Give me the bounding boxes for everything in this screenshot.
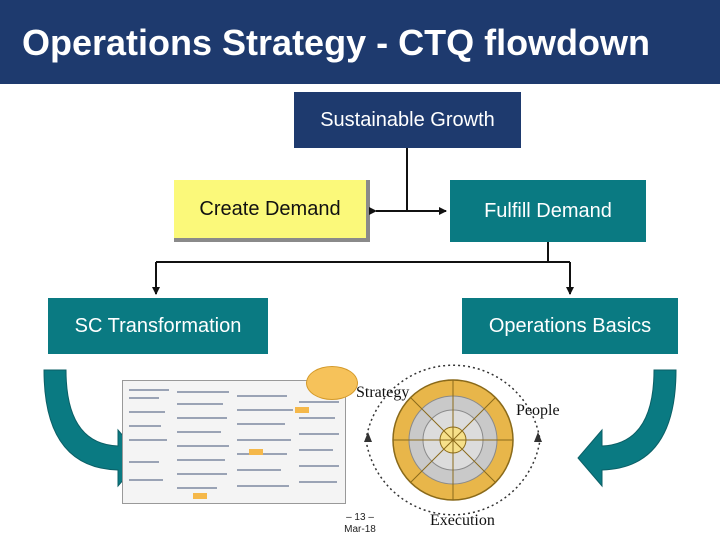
curved-arrow-right-icon bbox=[577, 369, 677, 488]
node-operations-basics: Operations Basics bbox=[462, 298, 678, 354]
highlight-seal-icon bbox=[306, 366, 358, 400]
node-sc-transformation: SC Transformation bbox=[48, 298, 268, 354]
node-fulfill-demand: Fulfill Demand bbox=[450, 180, 646, 242]
wheel-label-strategy: Strategy bbox=[356, 384, 410, 401]
wheel-label-execution: Execution bbox=[430, 512, 495, 529]
page-footer: – 13 – Mar-18 bbox=[340, 512, 380, 536]
page-number: – 13 – bbox=[346, 512, 374, 523]
process-document-thumbnail bbox=[122, 380, 346, 504]
curved-arrow-left-icon bbox=[43, 369, 143, 488]
slide-title: Operations Strategy - CTQ flowdown bbox=[22, 22, 651, 63]
node-sustainable-growth: Sustainable Growth bbox=[294, 92, 521, 148]
wheel-label-people: People bbox=[516, 402, 560, 419]
title-bar: Operations Strategy - CTQ flowdown bbox=[0, 0, 720, 84]
operations-wheel bbox=[364, 364, 542, 516]
page-date: Mar-18 bbox=[344, 524, 376, 535]
node-create-demand: Create Demand bbox=[174, 180, 370, 242]
